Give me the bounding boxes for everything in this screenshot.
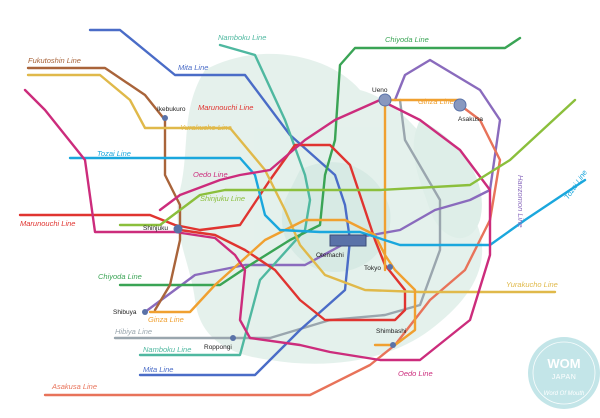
label-tozai-line-west: Tozai Line (97, 149, 131, 158)
fukutoshin-line (26, 66, 182, 312)
station-label-ueno: Ueno (372, 87, 388, 94)
station-label-roppongi: Roppongi (204, 344, 232, 351)
label-mita-line-south: Mita Line (143, 365, 173, 374)
label-mita-line: Mita Line (178, 63, 208, 72)
station-marker-asakusa[interactable] (453, 98, 467, 112)
station-marker-shimbashi[interactable] (390, 342, 396, 348)
label-tozai-line-east: Tozai Line (562, 168, 589, 201)
station-label-ikebukuro: Ikebukuro (157, 106, 186, 113)
tozai-line (68, 156, 587, 247)
label-fukutoshin-line: Fukutoshin Line (28, 56, 81, 65)
wom-japan-logo: WOM JAPAN Word Of Mouth (528, 337, 600, 409)
otemachi-hub (329, 234, 367, 247)
station-labels: Ikebukuro Ueno Asakusa Shinjuku Otemachi… (113, 87, 483, 351)
label-namboku-line: Namboku Line (218, 33, 266, 42)
station-label-otemachi: Otemachi (316, 252, 344, 259)
station-label-shinjuku: Shinjuku (143, 225, 168, 232)
wom-badge-ring-text: Word Of Mouth (544, 391, 585, 397)
label-chiyoda-line-west: Chiyoda Line (98, 272, 142, 281)
shinjuku-line (118, 98, 577, 227)
label-yurakucho-line-west: Yurakucho Line (180, 123, 232, 132)
label-asakusa-line: Asakusa Line (51, 382, 97, 391)
station-marker-ueno[interactable] (378, 93, 392, 107)
label-chiyoda-line: Chiyoda Line (385, 35, 429, 44)
oedo-line (23, 88, 492, 362)
station-marker-shinjuku[interactable] (173, 224, 183, 234)
station-label-shimbashi: Shimbashi (376, 328, 406, 335)
wom-badge-title: WOM (547, 356, 580, 371)
label-namboku-line-south: Namboku Line (143, 345, 191, 354)
label-shinjuku-line: Shinjuku Line (200, 194, 245, 203)
station-marker-ikebukuro[interactable] (162, 115, 168, 121)
station-markers (142, 93, 467, 348)
label-hibiya-line: Hibiya Line (115, 327, 152, 336)
station-marker-tokyo[interactable] (387, 264, 393, 270)
wom-badge-subtitle: JAPAN (552, 374, 577, 381)
hibiya-line (113, 98, 442, 340)
label-hanzomon-line: Hanzomon Line (516, 175, 525, 228)
marunouchi-line (18, 143, 407, 322)
label-ginza-line-south: Ginza Line (148, 315, 184, 324)
station-label-tokyo: Tokyo (364, 265, 381, 272)
station-marker-shibuya[interactable] (142, 309, 148, 315)
label-marunouchi-line-west: Marunouchi Line (20, 219, 75, 228)
label-marunouchi-line-north: Marunouchi Line (198, 103, 253, 112)
label-oedo-line-west: Oedo Line (193, 170, 228, 179)
station-marker-roppongi[interactable] (230, 335, 236, 341)
station-label-shibuya: Shibuya (113, 309, 137, 316)
asakusa-line (43, 103, 502, 397)
label-ginza-line-north: Ginza Line (418, 97, 454, 106)
ginza-line (148, 98, 462, 347)
hanzomon-line (143, 58, 502, 314)
label-oedo-line-south: Oedo Line (398, 369, 433, 378)
label-yurakucho-line-east: Yurakucho Line (506, 280, 558, 289)
station-label-asakusa: Asakusa (458, 116, 483, 123)
